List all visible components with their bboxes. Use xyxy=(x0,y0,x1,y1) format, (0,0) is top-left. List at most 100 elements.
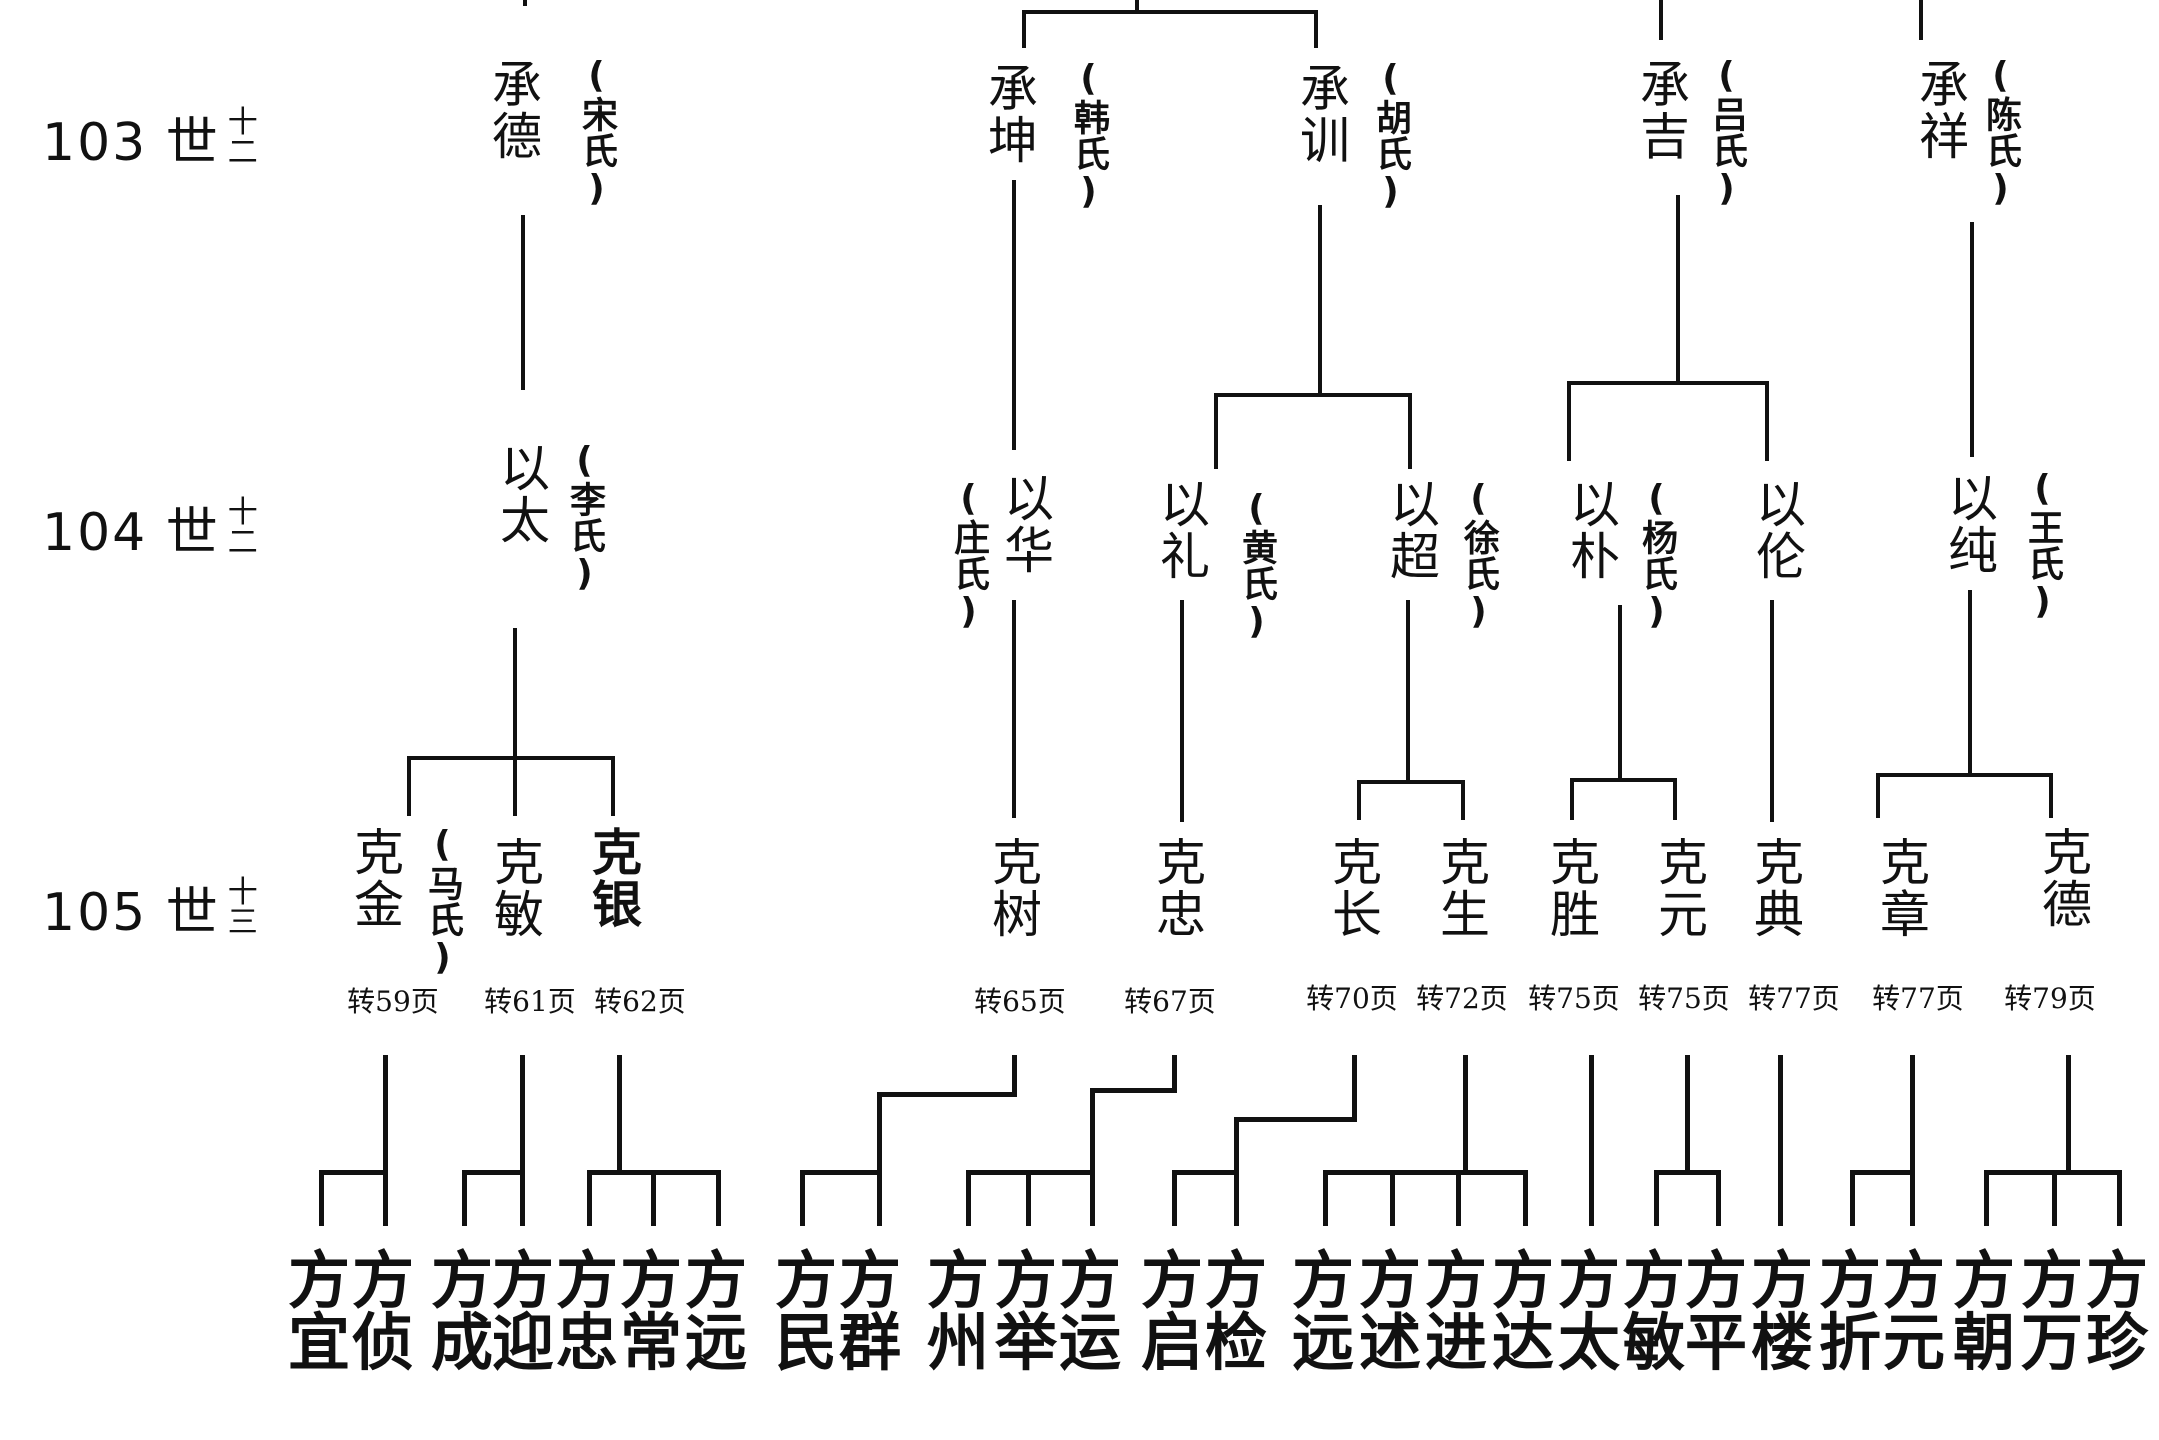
connector-line xyxy=(1589,1055,1594,1226)
generation-text: 104 世 xyxy=(42,503,220,563)
descendant-name: 方敏 xyxy=(1623,1244,1686,1379)
descendant-name: 方万 xyxy=(2021,1244,2084,1379)
person-name: 克德 xyxy=(2034,826,2092,930)
connector-line xyxy=(877,1092,1017,1097)
generation-label-104: 104 世 十 二 xyxy=(42,490,258,565)
spouse-name: (马氏) xyxy=(422,824,463,978)
connector-line xyxy=(1172,1170,1239,1175)
descendant-name: 方侦 xyxy=(352,1244,415,1379)
person-name: 克敏 xyxy=(486,836,544,940)
descendant-name: 方州 xyxy=(927,1244,990,1379)
connector-line xyxy=(1172,1055,1177,1092)
connector-line xyxy=(800,1170,805,1226)
person-name: 以礼 xyxy=(1152,478,1210,582)
connector-line xyxy=(1090,1170,1095,1226)
page-reference: 转79页 xyxy=(2004,982,2096,1015)
connector-line xyxy=(587,1170,592,1226)
descendant-name: 方宜 xyxy=(288,1244,351,1379)
generation-text: 105 世 xyxy=(42,883,220,943)
connector-line xyxy=(1408,393,1412,469)
generation-digit: 二 xyxy=(227,134,258,170)
spouse-name: (胡氏) xyxy=(1370,58,1411,212)
connector-line xyxy=(383,1170,388,1226)
descendant-name: 方太 xyxy=(1558,1244,1621,1379)
connector-line xyxy=(1180,600,1184,822)
connector-line xyxy=(1659,0,1663,40)
person-name: 克元 xyxy=(1650,836,1708,940)
connector-line xyxy=(651,1170,656,1226)
connector-line xyxy=(462,1170,467,1226)
connector-line xyxy=(611,756,615,816)
spouse-name: (陈氏) xyxy=(1980,55,2021,209)
spouse-name: (徐氏) xyxy=(1458,478,1499,632)
connector-line xyxy=(1567,381,1769,385)
person-name: 克银 xyxy=(584,826,643,930)
generation-number: 十 三 xyxy=(227,877,258,940)
connector-line xyxy=(1214,393,1412,397)
page-reference: 转65页 xyxy=(974,985,1066,1018)
connector-line xyxy=(1850,1170,1855,1226)
connector-line xyxy=(1390,1170,1395,1226)
page-reference: 转72页 xyxy=(1416,982,1508,1015)
person-name: 克忠 xyxy=(1148,836,1206,940)
connector-line xyxy=(1357,780,1361,820)
descendant-name: 方折 xyxy=(1819,1244,1882,1379)
connector-line xyxy=(1876,773,2053,777)
descendant-name: 方平 xyxy=(1685,1244,1748,1379)
generation-digit: 二 xyxy=(227,524,258,560)
connector-line xyxy=(319,1170,324,1226)
connector-line xyxy=(1673,778,1677,820)
spouse-name: (韩氏) xyxy=(1068,58,1109,212)
person-name: 以朴 xyxy=(1562,478,1620,582)
connector-line xyxy=(1850,1170,1915,1175)
generation-digit: 三 xyxy=(227,904,258,940)
connector-line xyxy=(1135,0,1139,12)
person-name: 承德 xyxy=(484,58,542,162)
connector-line xyxy=(1172,1170,1177,1226)
connector-line xyxy=(1654,1170,1721,1175)
connector-line xyxy=(1323,1170,1328,1226)
page-reference: 转61页 xyxy=(484,985,576,1018)
descendant-name: 方进 xyxy=(1425,1244,1488,1379)
person-name: 以纯 xyxy=(1940,472,1998,576)
person-name: 克胜 xyxy=(1542,836,1600,940)
connector-line xyxy=(1968,590,1972,775)
person-name: 以超 xyxy=(1382,478,1440,582)
connector-line xyxy=(1984,1170,1989,1226)
connector-line xyxy=(1765,381,1769,461)
connector-line xyxy=(1567,381,1571,461)
connector-line xyxy=(1234,1170,1239,1226)
connector-line xyxy=(1685,1055,1690,1175)
page-reference: 转59页 xyxy=(347,985,439,1018)
page-reference: 转77页 xyxy=(1872,982,1964,1015)
person-name: 承坤 xyxy=(980,62,1038,166)
connector-line xyxy=(877,1092,882,1175)
connector-line xyxy=(1676,195,1680,383)
connector-line xyxy=(2117,1170,2122,1226)
descendant-name: 方检 xyxy=(1205,1244,1268,1379)
connector-line xyxy=(1314,10,1318,48)
descendant-name: 方成 xyxy=(431,1244,494,1379)
descendant-name: 方述 xyxy=(1359,1244,1422,1379)
connector-line xyxy=(1770,600,1774,822)
connector-line xyxy=(1910,1170,1915,1226)
person-name: 克生 xyxy=(1432,836,1490,940)
connector-line xyxy=(1523,1170,1528,1226)
connector-line xyxy=(1970,222,1974,457)
person-name: 克树 xyxy=(984,836,1042,940)
connector-line xyxy=(1456,1170,1461,1226)
person-name: 克金 xyxy=(346,826,404,930)
connector-line xyxy=(1654,1170,1659,1226)
connector-line xyxy=(520,1170,525,1226)
page-reference: 转75页 xyxy=(1638,982,1730,1015)
descendant-name: 方启 xyxy=(1141,1244,1204,1379)
generation-label-103: 103 世 十 二 xyxy=(42,100,258,175)
connector-line xyxy=(1876,773,1880,818)
connector-line xyxy=(319,1170,388,1175)
connector-line xyxy=(2049,773,2053,818)
connector-line xyxy=(1022,10,1318,14)
connector-line xyxy=(407,756,411,816)
descendant-name: 方朝 xyxy=(1953,1244,2016,1379)
descendant-name: 方楼 xyxy=(1751,1244,1814,1379)
spouse-name: (吕氏) xyxy=(1706,55,1747,209)
